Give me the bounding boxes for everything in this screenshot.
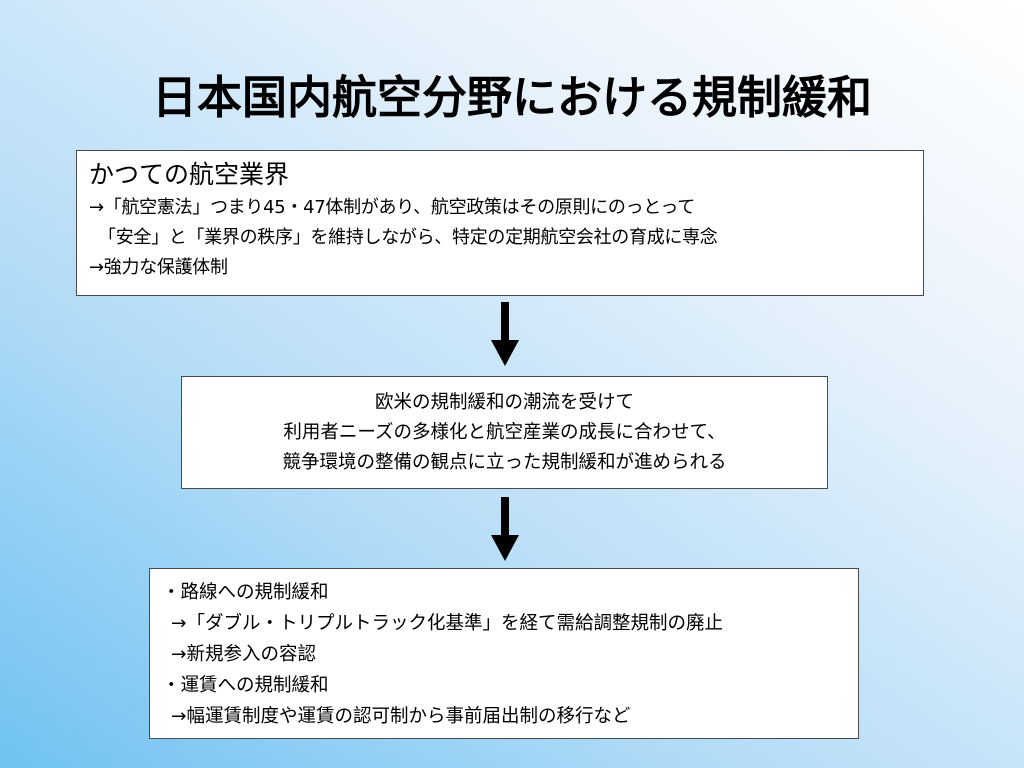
measure-heading-fares: ・運賃への規制緩和 xyxy=(162,675,329,696)
deregulation-trend-box: 欧米の規制緩和の潮流を受けて 利用者ニーズの多様化と航空産業の成長に合わせて、 … xyxy=(181,376,828,489)
former-industry-heading: かつての航空業界 xyxy=(89,160,290,189)
measure-item: →新規参入の容認 xyxy=(171,644,317,665)
deregulation-trend-line: 欧米の規制緩和の潮流を受けて xyxy=(374,392,634,413)
measure-item: →「ダブル・トリプルトラック化基準」を経て需給調整規制の廃止 xyxy=(171,613,724,634)
former-industry-box: かつての航空業界 →「航空憲法」つまり45・47体制があり、航空政策はその原則に… xyxy=(76,150,924,296)
former-industry-line: 「安全」と「業界の秩序」を維持しながら、特定の定期航空会社の育成に専念 xyxy=(98,227,718,248)
deregulation-trend-line: 利用者ニーズの多様化と航空産業の成長に合わせて、 xyxy=(283,422,726,443)
deregulation-trend-line: 競争環境の整備の観点に立った規制緩和が進められる xyxy=(282,452,727,473)
former-industry-line: →「航空憲法」つまり45・47体制があり、航空政策はその原則にのっとって xyxy=(89,197,695,218)
down-arrow-icon xyxy=(491,497,519,561)
slide-title: 日本国内航空分野における規制緩和 xyxy=(151,71,872,124)
down-arrow-icon xyxy=(491,302,519,366)
measure-heading-routes: ・路線への規制緩和 xyxy=(162,582,329,603)
measure-item: →幅運賃制度や運賃の認可制から事前届出制の移行など xyxy=(171,706,631,727)
deregulation-measures-box: ・路線への規制緩和 →「ダブル・トリプルトラック化基準」を経て需給調整規制の廃止… xyxy=(149,568,859,739)
former-industry-line: →強力な保護体制 xyxy=(89,257,228,278)
